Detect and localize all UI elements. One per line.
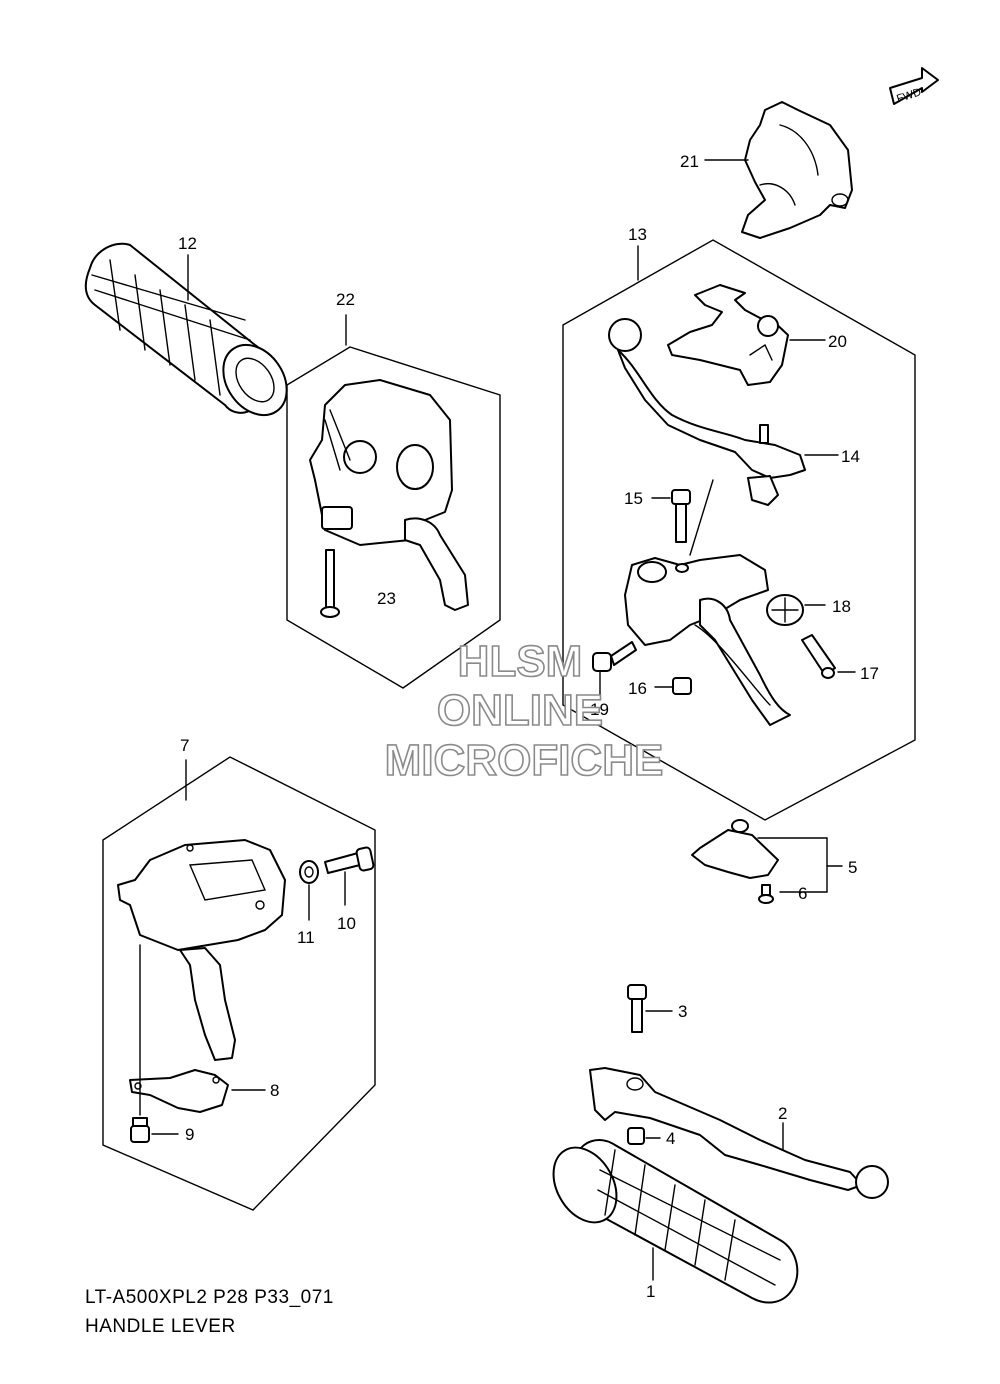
watermark-line-1: HLSM bbox=[458, 637, 583, 686]
label-part-12: 12 bbox=[178, 234, 197, 253]
part-3-pivot-bolt bbox=[627, 984, 647, 1033]
part-15-pivot-bolt bbox=[671, 489, 691, 543]
group-frame-7 bbox=[102, 756, 376, 1211]
label-part-16: 16 bbox=[628, 679, 647, 698]
watermark: HLSM ONLINE MICROFICHE bbox=[384, 636, 664, 786]
diagram-title: HANDLE LEVER bbox=[85, 1316, 236, 1337]
part-4-nut bbox=[627, 1127, 645, 1145]
label-part-18: 18 bbox=[832, 597, 851, 616]
part-21-throttle-housing bbox=[741, 101, 853, 239]
watermark-line-3: MICROFICHE bbox=[385, 736, 664, 785]
forward-arrow-icon: FWD bbox=[889, 67, 939, 105]
label-part-11: 11 bbox=[297, 928, 315, 947]
part-13-master-cylinder bbox=[624, 554, 791, 726]
label-part-5: 5 bbox=[848, 858, 857, 877]
label-part-8: 8 bbox=[270, 1081, 279, 1100]
part-14-brake-lever bbox=[608, 318, 806, 506]
label-part-23: 23 bbox=[377, 589, 396, 608]
label-part-1: 1 bbox=[646, 1282, 655, 1301]
label-part-20: 20 bbox=[828, 332, 847, 351]
part-10-screw bbox=[324, 846, 375, 874]
diagram-code: LT-A500XPL2 P28 P33_071 bbox=[85, 1287, 334, 1308]
part-7-throttle-assembly bbox=[117, 839, 286, 1061]
part-23-screw bbox=[320, 549, 340, 618]
part-1-right-grip bbox=[552, 1139, 799, 1304]
part-5-stop-switch bbox=[691, 819, 779, 879]
label-part-7: 7 bbox=[180, 736, 189, 755]
part-12-left-grip bbox=[84, 242, 288, 417]
part-19-bolt bbox=[592, 641, 637, 672]
group-frame-22 bbox=[286, 346, 501, 689]
part-20-lever-bracket bbox=[667, 284, 789, 386]
part-11-nut bbox=[299, 860, 319, 884]
part-18-dust-cover bbox=[766, 594, 804, 626]
label-part-10: 10 bbox=[337, 914, 356, 933]
label-part-2: 2 bbox=[778, 1104, 787, 1123]
label-part-9: 9 bbox=[185, 1125, 194, 1144]
label-part-22: 22 bbox=[336, 290, 355, 309]
part-16-nut bbox=[672, 677, 692, 695]
label-part-19: 19 bbox=[590, 700, 609, 719]
watermark-line-2: ONLINE bbox=[437, 686, 603, 735]
label-part-14: 14 bbox=[841, 447, 860, 466]
label-part-4: 4 bbox=[666, 1129, 675, 1148]
group-frame-13 bbox=[562, 239, 916, 821]
part-8-cover bbox=[129, 1069, 229, 1113]
label-part-17: 17 bbox=[860, 664, 879, 683]
label-part-6: 6 bbox=[798, 884, 807, 903]
label-part-21: 21 bbox=[680, 152, 699, 171]
part-2-clutch-lever bbox=[589, 1067, 889, 1199]
part-17-bolt bbox=[801, 634, 836, 679]
label-part-15: 15 bbox=[624, 489, 643, 508]
label-part-13: 13 bbox=[628, 225, 647, 244]
part-22-handlebar-switch bbox=[309, 379, 469, 611]
part-9-screw bbox=[130, 1117, 150, 1143]
label-part-3: 3 bbox=[678, 1002, 687, 1021]
part-6-screw bbox=[758, 884, 774, 904]
